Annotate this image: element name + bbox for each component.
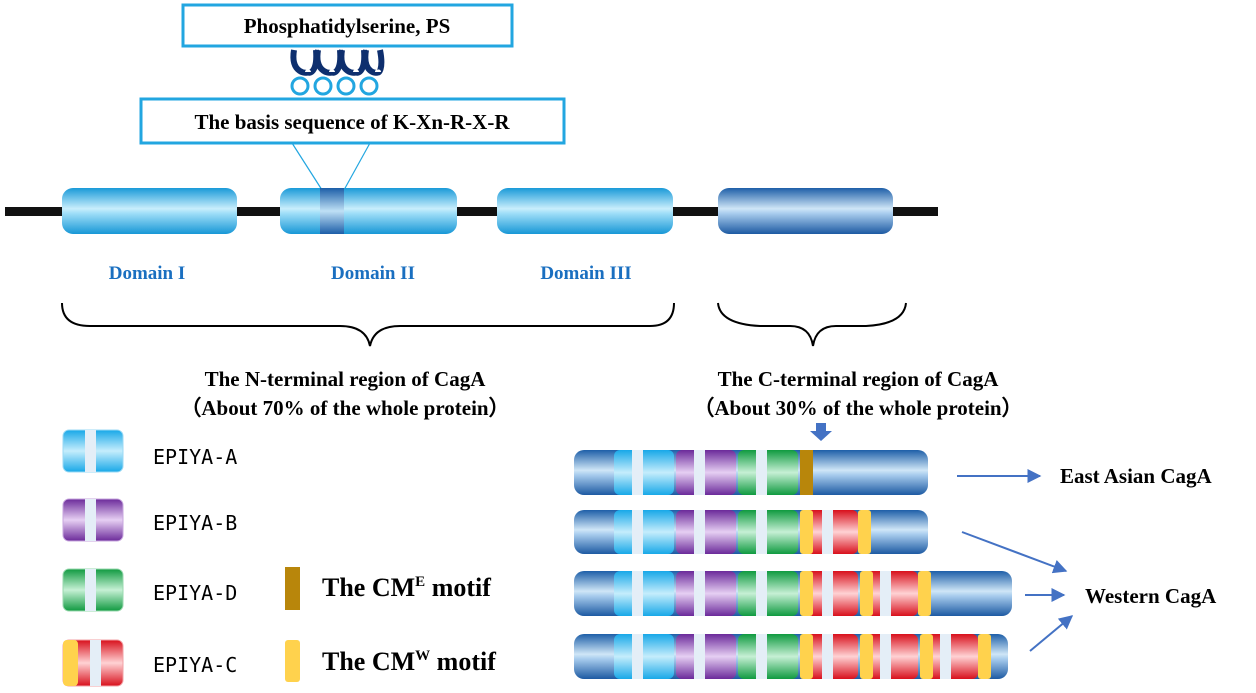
connector-line-left — [291, 142, 323, 191]
n-terminal-brace — [61, 302, 675, 347]
legend-cmw-label: The CMW motif — [322, 647, 496, 676]
domain-i-label: Domain I — [109, 263, 186, 284]
western-cagA-bar-abc — [574, 510, 928, 554]
domain-iii-label: Domain III — [540, 263, 631, 284]
legend-epiya-d-band — [85, 569, 96, 611]
protein-backbone — [5, 207, 938, 216]
domain-i-cylinder — [62, 188, 237, 234]
western-cagA-bar-abcc — [574, 571, 1012, 616]
domain-ii-label: Domain II — [331, 263, 415, 284]
c-terminal-cylinder — [718, 188, 893, 234]
basis-sequence-box — [139, 97, 566, 145]
ps-label: Phosphatidylserine, PS — [244, 14, 451, 38]
domain-ii-cylinder — [280, 188, 457, 234]
legend-epiya-c-label: EPIYA-C — [153, 653, 237, 677]
legend-epiya-c-band — [90, 640, 101, 686]
legend-cme-prefix: The CM — [322, 573, 415, 602]
c-terminal-subtitle: （About 30% of the whole protein） — [693, 396, 1022, 420]
legend-cme-suffix: motif — [425, 573, 491, 602]
legend-epiya-d-label: EPIYA-D — [153, 581, 237, 605]
phospholipid-heads-icon — [290, 76, 379, 96]
cme-position-arrow — [810, 423, 832, 441]
c-terminal-brace — [717, 302, 907, 347]
connector-line-right — [343, 142, 371, 191]
legend-cmw-swatch — [285, 640, 300, 682]
legend-cmw-superscript: W — [415, 648, 430, 664]
legend: EPIYA-A EPIYA-B EPIYA-D EPIYA-C The CME … — [62, 429, 496, 687]
western-label: Western CagA — [1085, 584, 1217, 608]
western-cagA-bar-abccc — [574, 634, 1008, 679]
arrow-western-3 — [1029, 615, 1074, 652]
basis-sequence-label: The basis sequence of K-Xn-R-X-R — [195, 110, 511, 134]
c-terminal-title: The C-terminal region of CagA — [718, 367, 1000, 391]
legend-epiya-b-band — [85, 499, 96, 541]
legend-epiya-b-label: EPIYA-B — [153, 511, 237, 535]
east-asian-cagA-bar — [574, 450, 928, 495]
n-terminal-title: The N-terminal region of CagA — [205, 367, 487, 391]
legend-cme-swatch — [285, 567, 300, 610]
lipid-loops-icon — [290, 49, 385, 76]
legend-cme-superscript: E — [415, 574, 425, 590]
kxnrxr-band — [320, 188, 344, 234]
ps-box — [181, 3, 514, 48]
legend-epiya-c-cmw-segment — [63, 640, 78, 686]
legend-epiya-a-label: EPIYA-A — [153, 445, 237, 469]
domain-iii-cylinder — [497, 188, 673, 234]
legend-cmw-suffix: motif — [430, 647, 496, 676]
legend-epiya-a-band — [85, 430, 96, 472]
arrow-western-1 — [961, 531, 1068, 574]
legend-cme-label: The CME motif — [322, 573, 491, 602]
legend-cmw-prefix: The CM — [322, 647, 415, 676]
n-terminal-subtitle: （About 70% of the whole protein） — [180, 396, 509, 420]
east-asian-label: East Asian CagA — [1060, 464, 1213, 488]
